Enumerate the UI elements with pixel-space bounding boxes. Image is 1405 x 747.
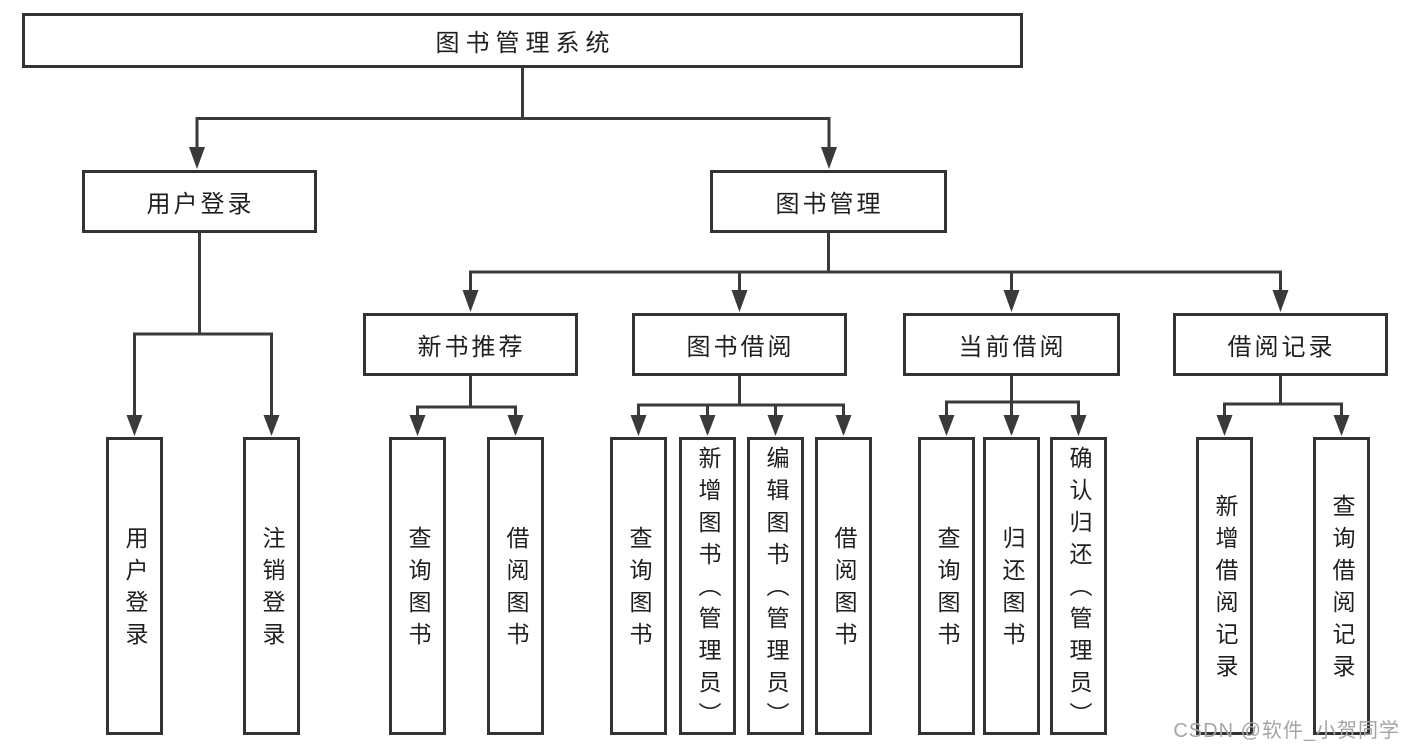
node-new-book-recommend: 新书推荐 <box>363 313 578 376</box>
node-label: 新书推荐 <box>417 334 526 361</box>
connector-root-to-level2 <box>189 66 837 169</box>
leaf-newbook-query: 查询图书 <box>389 437 446 735</box>
node-user-login: 用户登录 <box>82 170 317 233</box>
connector-current-borrow-children <box>938 374 1087 436</box>
node-library-system: 图书管理系统 <box>22 13 1023 68</box>
connector-new-book-children <box>409 374 524 436</box>
node-label: 编辑图书（管理员） <box>763 446 789 734</box>
leaf-record-query: 查询借阅记录 <box>1313 437 1370 735</box>
connector-book-borrow-children <box>630 374 852 436</box>
leaf-current-confirm-admin: 确认归还（管理员） <box>1050 437 1107 735</box>
connector-borrow-record-children <box>1216 374 1350 436</box>
node-label: 查询借阅记录 <box>1329 494 1355 686</box>
node-label: 借阅图书 <box>503 526 529 654</box>
node-label: 图书管理 <box>775 191 884 218</box>
node-label: 当前借阅 <box>958 334 1067 361</box>
node-label: 图书借阅 <box>686 334 795 361</box>
node-label: 注销登录 <box>259 526 285 654</box>
connector-user-login-children <box>126 231 280 436</box>
node-label: 查询图书 <box>626 526 652 654</box>
leaf-borrow-add-admin: 新增图书（管理员） <box>679 437 736 735</box>
leaf-newbook-borrow: 借阅图书 <box>487 437 544 735</box>
leaf-logout: 注销登录 <box>243 437 300 735</box>
connector-book-mgmt-children <box>462 231 1289 312</box>
node-label: 用户登录 <box>122 526 148 654</box>
leaf-current-return: 归还图书 <box>983 437 1040 735</box>
node-book-management: 图书管理 <box>710 170 947 233</box>
node-label: 新增图书（管理员） <box>695 446 721 734</box>
leaf-borrow-query: 查询图书 <box>610 437 667 735</box>
node-label: 新增借阅记录 <box>1212 494 1238 686</box>
node-book-borrow: 图书借阅 <box>632 313 847 376</box>
node-label: 确认归还（管理员） <box>1066 446 1092 734</box>
csdn-watermark: CSDN @软件_小贺同学 <box>1173 720 1400 742</box>
leaf-current-query: 查询图书 <box>918 437 975 735</box>
node-label: 查询图书 <box>405 526 431 654</box>
leaf-record-add: 新增借阅记录 <box>1196 437 1253 735</box>
leaf-user-login: 用户登录 <box>106 437 163 735</box>
node-label: 借阅记录 <box>1227 334 1336 361</box>
leaf-borrow-book: 借阅图书 <box>815 437 872 735</box>
node-current-borrow: 当前借阅 <box>903 313 1120 376</box>
node-label: 用户登录 <box>146 191 255 218</box>
node-label: 借阅图书 <box>831 526 857 654</box>
node-label: 图书管理系统 <box>435 30 616 57</box>
node-label: 查询图书 <box>934 526 960 654</box>
node-borrow-record: 借阅记录 <box>1173 313 1388 376</box>
leaf-borrow-edit-admin: 编辑图书（管理员） <box>747 437 804 735</box>
node-label: 归还图书 <box>999 526 1025 654</box>
